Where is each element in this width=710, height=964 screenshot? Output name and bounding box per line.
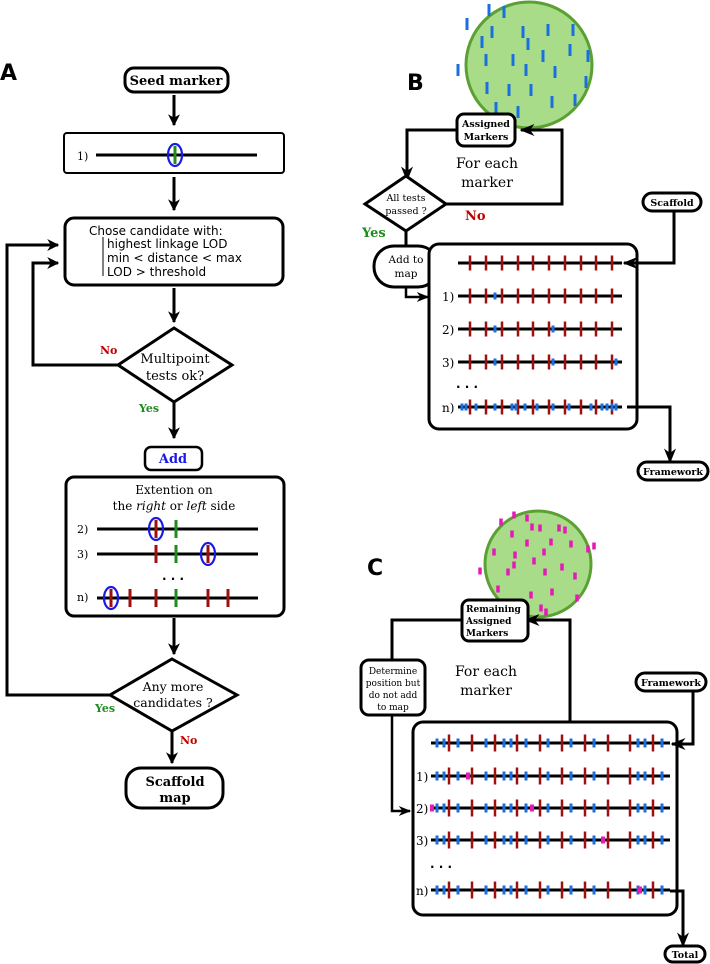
determine-line2: position but [366,679,421,689]
arrow-no-loop [31,257,118,367]
framework-row-label: 3) [442,356,454,370]
panel-a: A Seed marker 1) Chose candidate with: h… [0,61,286,810]
arrow-scaffold-in [622,211,676,269]
step1-label: 1) [77,150,88,163]
add-label: Add [158,452,187,467]
multipoint-yes-label: Yes [138,402,159,415]
for-each-line2-c: marker [460,683,512,699]
assigned-line2: Markers [464,132,509,143]
total-output-label: Total [672,950,699,961]
panel-b-label: B [407,71,424,96]
arrow-loop-c [524,614,572,721]
seed-marker-circle [166,142,184,168]
remaining-line2: Assigned [465,617,512,627]
panel-c: C Remaining Assigned Markers For each ma… [359,509,708,964]
framework-output-terminal [636,460,710,482]
arrow-assigned-to-tests [401,128,459,182]
framework-map-box-c [411,720,679,917]
more-no-label: No [180,734,197,747]
arrow-framework-out [627,405,676,464]
assigned-markers-box [455,112,517,148]
ext-ellipsis: . . . [162,569,184,583]
panel-c-label: C [367,556,383,581]
add-box [143,445,204,472]
total-row-label: 1) [416,770,428,784]
criterion-3: LOD > threshold [107,265,206,279]
more-yes-label: Yes [94,702,115,715]
total-row-label: 3) [416,834,428,848]
tests-yes-label: Yes [361,226,386,241]
seed-marker-label: Seed marker [130,74,223,89]
choose-title: Chose candidate with: [89,224,223,238]
arrow-determine-to-map [390,715,412,816]
arrow-total-out [670,889,689,948]
framework-rows-ellipsis: . . . [456,377,478,391]
add-to-map-line1: Add to [388,254,424,266]
ext-row-label-2: 2) [77,523,88,536]
extension-line1: Extention on [135,483,213,497]
tests-line2: passed ? [385,206,426,217]
determine-line1: Determine [369,667,417,677]
criterion-1: highest linkage LOD [107,237,227,251]
scaffold-map-terminal [124,766,225,810]
scaffold-map-line1: Scaffold [145,775,204,790]
framework-row-label: 2) [442,323,454,337]
arrow-yes-loop [5,239,110,697]
panel-a-label: A [0,61,17,86]
criterion-2: min < distance < max [107,251,242,265]
seed-marker-box [123,66,230,94]
framework-row-label: n) [442,401,454,415]
scaffold-map-line2: map [159,791,190,806]
remaining-marker-pool-markers [478,511,596,616]
arrow-no-loop-b [440,124,564,206]
framework-row-label: 1) [442,290,454,304]
ext-row-label-n: n) [77,591,88,604]
choose-candidate-box [63,216,285,287]
add-to-map-line2: map [395,268,418,280]
more-line2: candidates ? [133,695,213,710]
remaining-markers-box [460,598,530,643]
assigned-line1: Assigned [461,119,510,130]
total-rows-ellipsis: . . . [430,857,452,871]
total-build-rows: 1) 2) 3) n). . . [416,734,670,899]
for-each-line1-b: For each [456,156,518,172]
ext-row-3-circle [199,541,217,567]
for-each-line1-c: For each [455,664,517,680]
total-row-label: n) [416,884,428,898]
framework-input-terminal [634,671,708,693]
ext-row-label-3: 3) [77,548,88,561]
framework-output-label: Framework [643,467,703,478]
multipoint-no-label: No [100,344,117,357]
ext-row-n-circle [102,585,120,611]
arrow-add-to-map-box [404,287,430,302]
framework-build-rows: 1) 2) 3) n). . . [442,255,622,415]
total-row-label: 2) [416,802,428,816]
tests-line1: All tests [386,193,426,204]
for-each-line2-b: marker [461,175,513,191]
extension-line2: the right or left side [113,499,236,513]
multipoint-line1: Multipoint [140,352,210,367]
ext-row-2-circle [147,516,165,542]
assigned-marker-pool-markers [456,4,590,118]
total-output-terminal [663,944,707,964]
tests-no-label: No [465,209,486,224]
determine-line3: do not add [369,691,418,701]
remaining-line3: Markers [466,629,508,639]
scaffold-input-terminal [641,191,703,213]
framework-input-label: Framework [641,678,701,689]
scaffold-input-label: Scaffold [650,198,694,209]
more-line1: Any more [142,679,204,694]
remaining-line1: Remaining [466,605,521,615]
panel-b: B Assigned Markers For each marker All t… [361,0,710,482]
determine-line4: to map [377,703,409,713]
multipoint-line2: tests ok? [146,369,204,384]
arrow-framework-in [670,691,695,750]
